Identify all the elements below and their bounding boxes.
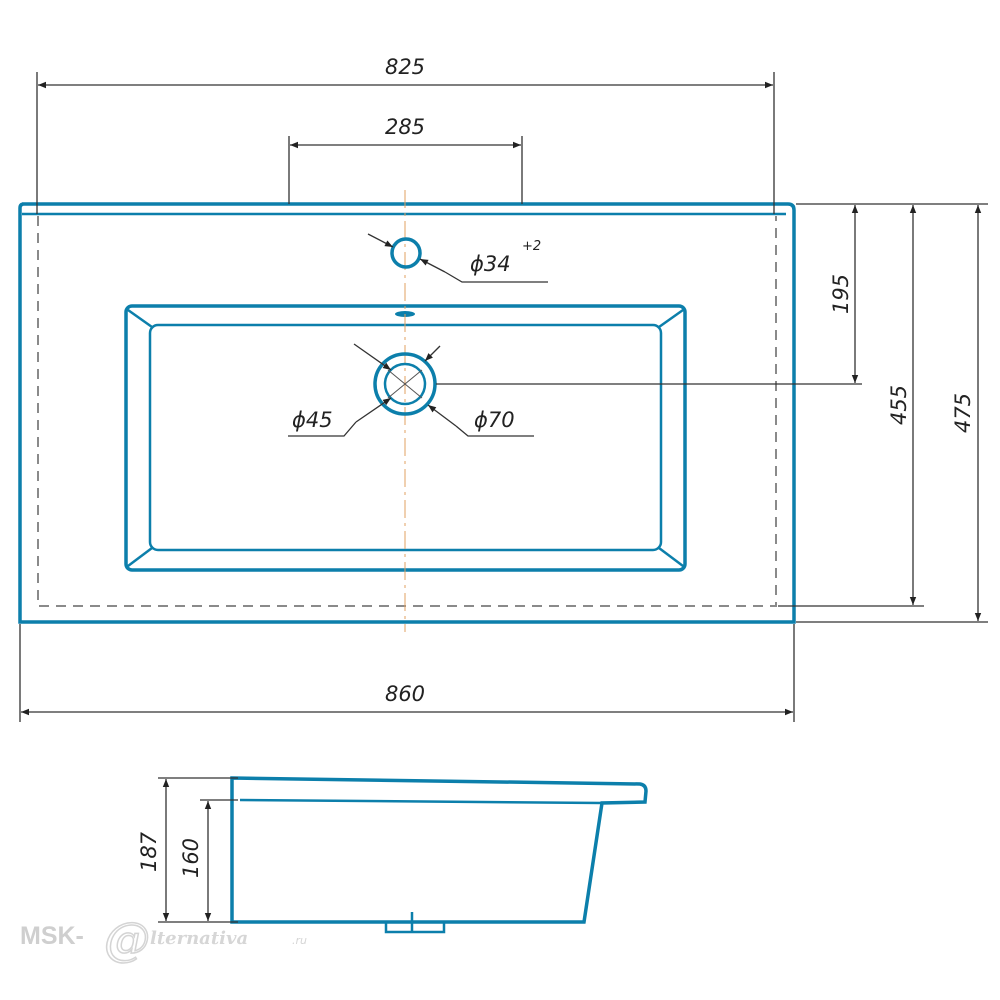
watermark-logo: MSK- @ lternativa .ru bbox=[20, 911, 307, 967]
dim-phi34-arrow-a bbox=[367, 233, 394, 248]
dim-phi70-arrow-a bbox=[424, 345, 441, 362]
dim-160-label: 160 bbox=[179, 838, 203, 878]
watermark-suffix: .ru bbox=[292, 934, 307, 947]
side-view-drain bbox=[384, 922, 446, 934]
dim-phi45-arrow-b bbox=[355, 397, 392, 423]
side-view-rim-line bbox=[239, 798, 603, 805]
dim-860-label: 860 bbox=[385, 682, 425, 706]
dim-phi34-tolerance: +2 bbox=[522, 239, 541, 254]
dim-phi34-label: ϕ34 bbox=[470, 252, 511, 276]
hidden-outline bbox=[37, 216, 777, 607]
drain-inner-ring bbox=[383, 362, 427, 406]
dim-285-label: 285 bbox=[385, 115, 425, 139]
dim-phi45-label: ϕ45 bbox=[292, 408, 333, 432]
dim-phi34-leader bbox=[444, 271, 548, 283]
drain-cross-b bbox=[387, 369, 423, 399]
basin-slope-lines bbox=[127, 308, 684, 567]
watermark-prefix: MSK- bbox=[20, 922, 84, 950]
dim-825-label: 825 bbox=[385, 55, 425, 79]
dim-phi45-arrow-a bbox=[353, 343, 392, 371]
dim-phi70-arrow-b bbox=[427, 404, 457, 427]
watermark-at: @ bbox=[104, 912, 150, 966]
faucet-hole bbox=[390, 237, 422, 269]
countertop-outline bbox=[18, 202, 796, 624]
dim-phi70-label: ϕ70 bbox=[474, 408, 515, 432]
dim-phi70-leader bbox=[455, 425, 534, 437]
dim-187-label: 187 bbox=[137, 831, 161, 872]
side-view: 187 160 bbox=[137, 776, 648, 934]
dim-455-label: 455 bbox=[887, 385, 911, 425]
dim-phi45-leader bbox=[288, 421, 357, 437]
watermark-rest: lternativa bbox=[150, 928, 248, 949]
dim-475-label: 475 bbox=[951, 393, 975, 433]
dim-195-label: 195 bbox=[829, 274, 853, 314]
dim-phi34-arrow-b bbox=[419, 258, 446, 273]
dimensions: 825 285 860 195 455 475 ϕ34 +2 bbox=[19, 55, 988, 722]
drain-outer-ring bbox=[373, 352, 437, 416]
side-view-outline bbox=[230, 776, 648, 924]
top-view bbox=[18, 190, 796, 632]
